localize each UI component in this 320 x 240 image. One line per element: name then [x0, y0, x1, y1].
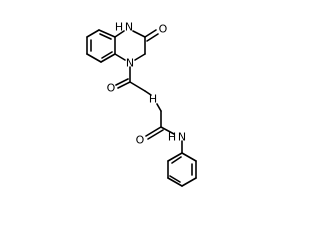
atom-label-h1: H [115, 21, 123, 34]
quinoxalinone-ring [114, 29, 159, 61]
benzene-ring [86, 29, 116, 63]
atom-label-n1: N [125, 21, 133, 34]
atom-label-o2: O [107, 82, 116, 95]
atom-label-o3: O [136, 134, 145, 147]
atom-label-n4: N [126, 57, 134, 70]
atom-label-n9: N [178, 131, 186, 144]
side-chain [115, 66, 183, 154]
atom-label-o1: O [159, 23, 168, 36]
atom-label-h-amine: H [149, 93, 157, 106]
phenyl-ring [167, 152, 197, 187]
atom-label-h9: H [168, 131, 176, 144]
molecule-structure: N H O N O H O N H [86, 21, 197, 187]
